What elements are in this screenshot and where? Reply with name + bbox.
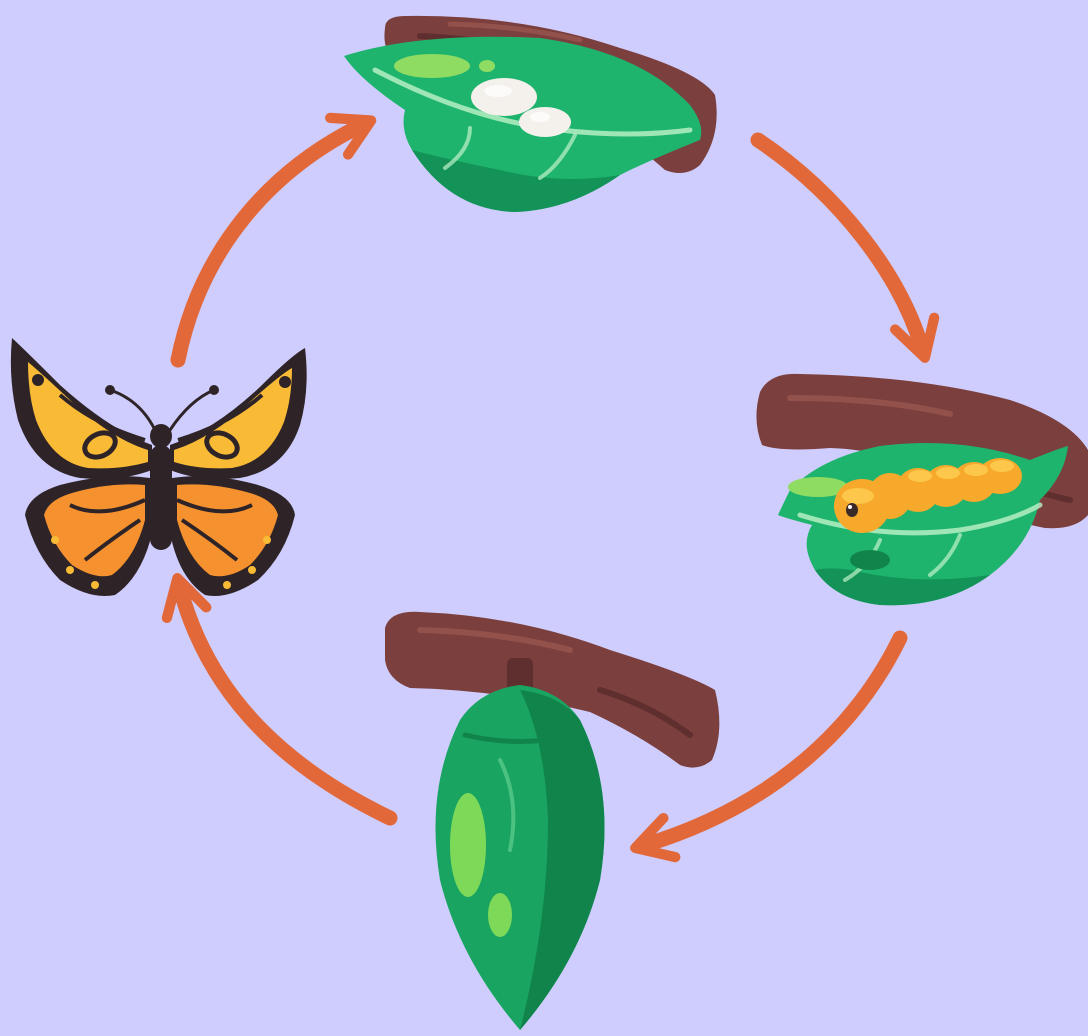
diagram-canvas	[0, 0, 1088, 1036]
life-cycle-diagram	[0, 0, 1088, 1036]
